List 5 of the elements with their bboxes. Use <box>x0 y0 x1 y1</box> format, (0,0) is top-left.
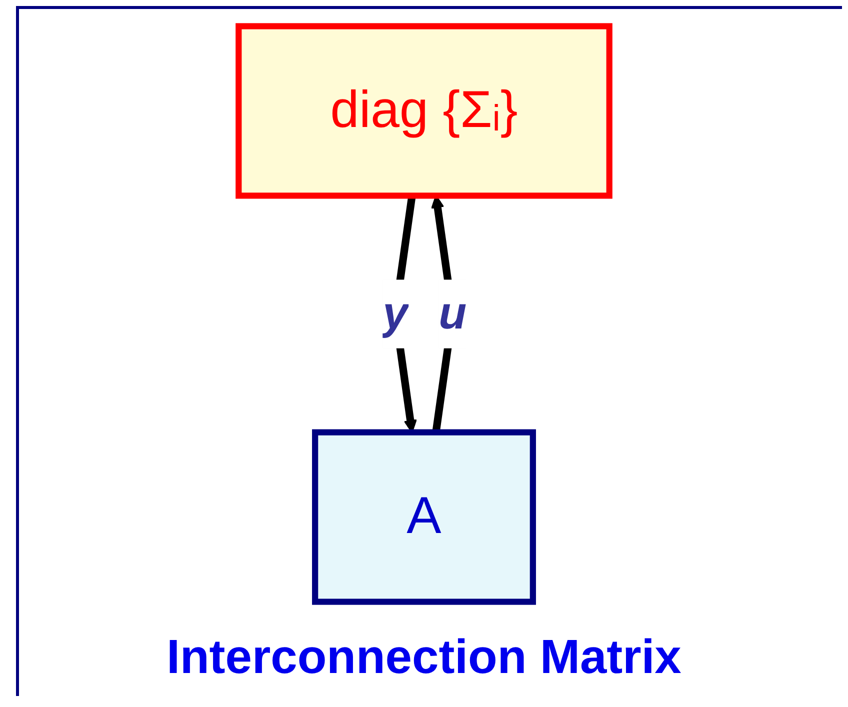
edge-label: u <box>438 288 467 340</box>
node-box: diag {Σᵢ} <box>236 23 612 199</box>
edge-label: y <box>382 288 408 340</box>
node-box: A <box>312 429 536 605</box>
caption: Interconnection Matrix <box>166 630 682 685</box>
